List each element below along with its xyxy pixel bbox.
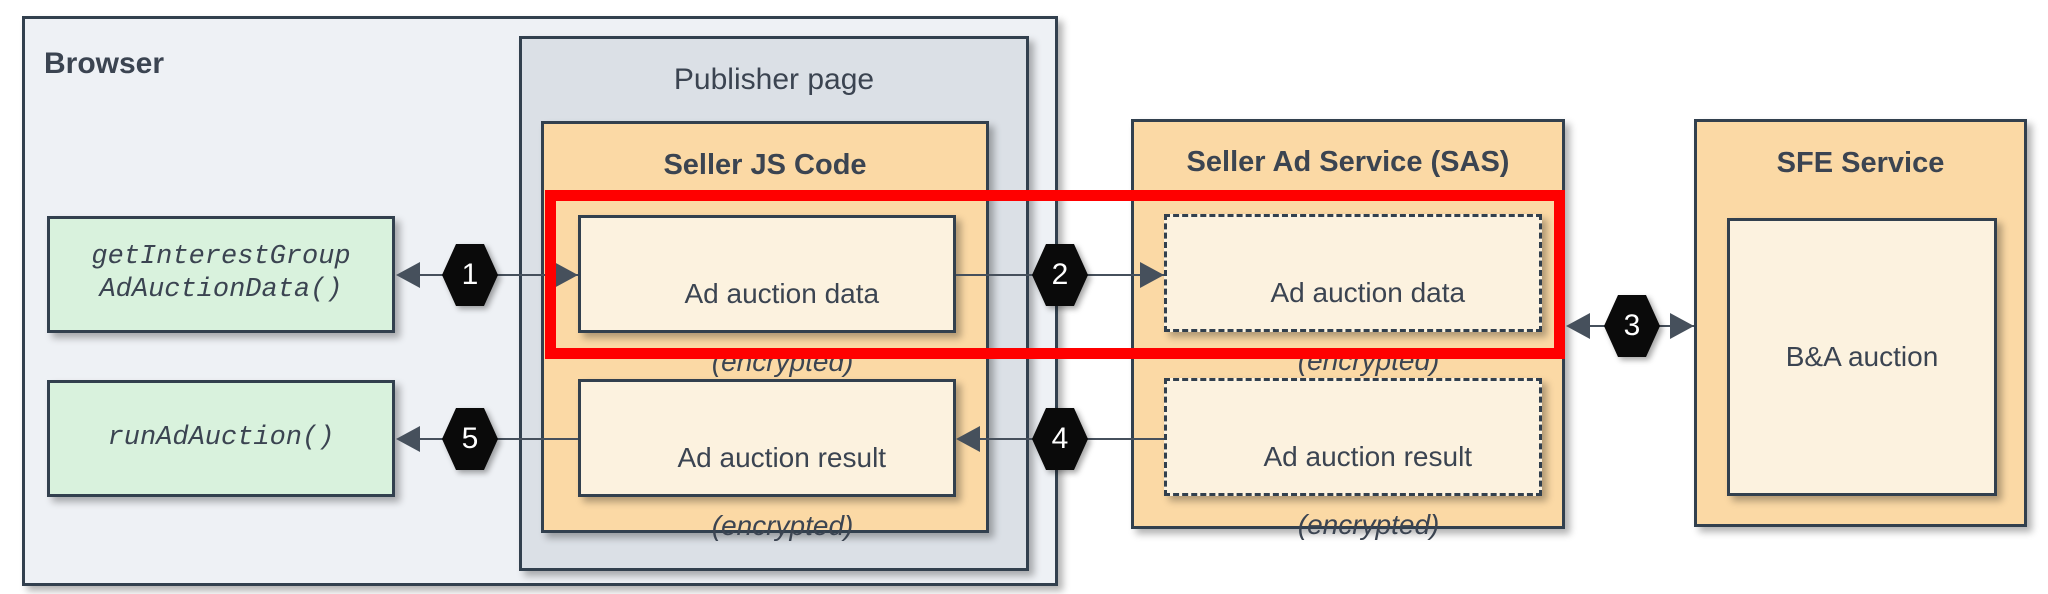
primary-text: Ad auction result [1263, 441, 1473, 473]
bna-auction-box [1727, 218, 1997, 496]
step-badge-3: 3 [1604, 295, 1660, 357]
arrowhead-step-5-left [396, 426, 420, 452]
primary-text: Ad auction data [684, 278, 880, 310]
run-ad-auction-box [47, 380, 395, 497]
connector-step-5 [420, 438, 578, 440]
encrypted-data-highlight-rect [545, 190, 1565, 359]
step-badge-4-number: 4 [1051, 422, 1069, 455]
step-badge-1-number: 1 [461, 258, 479, 291]
primary-text: Ad auction result [677, 442, 887, 474]
seller-js-ad-auction-data-box [578, 215, 956, 333]
seller-ad-service-title: Seller Ad Service (SAS) [1186, 146, 1510, 178]
step-badge-2: 2 [1032, 244, 1088, 306]
sas-ad-auction-result-box [1164, 378, 1542, 496]
step-badge-2-number: 2 [1051, 258, 1069, 291]
arrowhead-step-4-left [956, 426, 980, 452]
arrowhead-step-2-right [1140, 262, 1164, 288]
run-ad-auction-label: runAdAuction() [107, 423, 335, 453]
arrowhead-step-3-left [1566, 313, 1590, 339]
sfe-service-title: SFE Service [1776, 147, 1945, 179]
connector-step-1 [420, 274, 578, 276]
get-interest-group-ad-auction-data-label: getInterestGroup AdAuctionData() [91, 242, 351, 305]
step-badge-1: 1 [442, 244, 498, 306]
step-badge-5: 5 [442, 408, 498, 470]
arrowhead-step-3-right [1670, 313, 1694, 339]
get-interest-group-ad-auction-data-box [47, 216, 395, 333]
step-badge-5-number: 5 [461, 422, 479, 455]
seller-js-code-title: Seller JS Code [663, 149, 867, 181]
publisher-page-title: Publisher page [673, 63, 875, 96]
step-badge-4: 4 [1032, 408, 1088, 470]
sas-ad-auction-data-box [1164, 214, 1542, 332]
bna-auction-label: B&A auction [1785, 341, 1939, 372]
primary-text: Ad auction data [1270, 277, 1466, 309]
browser-title: Browser [44, 47, 165, 80]
arrowhead-step-1-left [396, 262, 420, 288]
sas-ad-auction-result-label: Ad auction result (encrypted) [1164, 406, 1542, 577]
secondary-text: (encrypted) [1297, 509, 1440, 541]
step-badge-3-number: 3 [1623, 309, 1641, 342]
secondary-text: (encrypted) [711, 510, 854, 542]
seller-js-ad-auction-result-box [578, 379, 956, 497]
seller-js-ad-auction-result-label: Ad auction result (encrypted) [578, 407, 956, 578]
arrowhead-step-1-right [554, 262, 578, 288]
